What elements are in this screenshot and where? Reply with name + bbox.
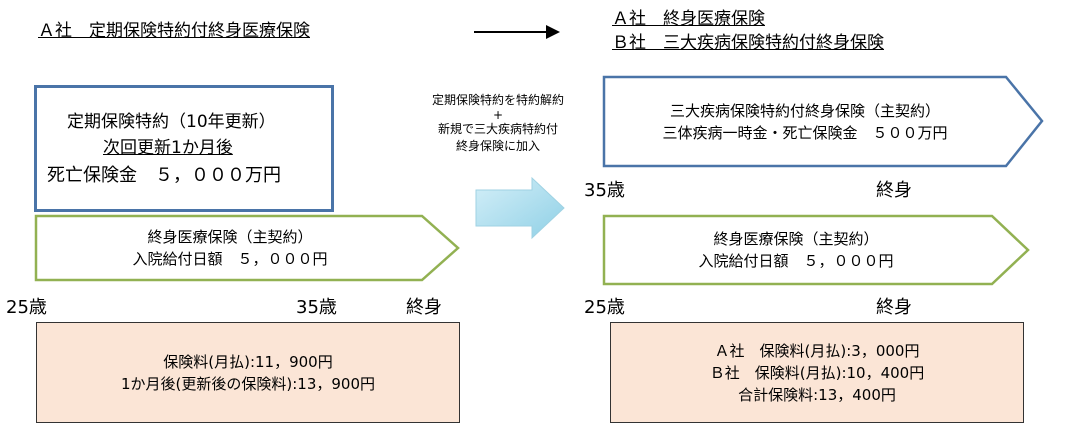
right-top-age-end: 終身 xyxy=(876,180,912,201)
transition-line-3: 新規で三大疾病特約付 xyxy=(437,121,558,136)
left-main-arrow-shape xyxy=(34,214,460,282)
term-rider-renewal: 次回更新1か月後 xyxy=(103,138,233,158)
right-top-age-start: 35歳 xyxy=(584,180,625,201)
term-rider-title: 定期保険特約（10年更新） xyxy=(67,112,276,132)
left-title: Ａ社 定期保険特約付終身医療保険 xyxy=(38,21,310,41)
right-title-line-1: Ａ社 終身医療保険 xyxy=(612,9,765,29)
right-main-arrow-text: 終身医療保険（主契約） 入院給付日額 ５，０００円 xyxy=(606,220,986,280)
right-premium-box: Ａ社 保険料(月払):3，000円 Ｂ社 保険料(月払):10，400円 合計保… xyxy=(610,322,1024,423)
transition-line-plus: + xyxy=(492,107,504,122)
transition-description: 定期保険特約を特約解約 + 新規で三大疾病特約付 終身保険に加入 xyxy=(400,86,596,160)
right-critical-arrow-shape xyxy=(602,75,1044,168)
right-hospital-daily-benefit: 入院給付日額 ５，０００円 xyxy=(698,252,894,270)
left-premium-current: 保険料(月払):11，900円 xyxy=(163,352,333,371)
left-main-contract-label: 終身医療保険（主契約） xyxy=(147,228,313,246)
transition-line-4: 終身保険に加入 xyxy=(455,138,540,153)
left-age-start: 25歳 xyxy=(6,297,47,318)
left-age-end: 終身 xyxy=(406,297,442,318)
right-premium-company-b: Ｂ社 保険料(月払):10，400円 xyxy=(709,363,925,382)
left-main-arrow-text: 終身医療保険（主契約） 入院給付日額 ５，０００円 xyxy=(40,218,420,278)
left-hospital-daily-benefit: 入院給付日額 ５，０００円 xyxy=(132,250,328,268)
transition-line-1: 定期保険特約を特約解約 xyxy=(431,92,564,107)
transition-arrow-icon xyxy=(475,176,565,240)
term-rider-death-benefit: 死亡保険金 ５，０００万円 xyxy=(47,165,281,186)
right-premium-company-a: Ａ社 保険料(月払):3，000円 xyxy=(714,341,920,360)
right-main-contract-label: 終身医療保険（主契約） xyxy=(713,230,879,248)
left-age-mid: 35歳 xyxy=(296,297,337,318)
term-rider-box: 定期保険特約（10年更新） 次回更新1か月後 死亡保険金 ５，０００万円 xyxy=(34,85,334,212)
left-premium-box: 保険料(月払):11，900円 1か月後(更新後の保険料):13，900円 xyxy=(36,322,460,423)
critical-illness-benefit: 三体疾病一時金・死亡保険金 ５００万円 xyxy=(662,124,948,142)
right-title-line-2: Ｂ社 三大疾病保険特約付終身保険 xyxy=(612,33,884,53)
critical-illness-contract-label: 三大疾病保険特約付終身保険（主契約） xyxy=(669,102,940,120)
right-main-arrow-shape xyxy=(602,214,1030,286)
right-bottom-age-start: 25歳 xyxy=(584,297,625,318)
right-critical-arrow-text: 三大疾病保険特約付終身保険（主契約） 三体疾病一時金・死亡保険金 ５００万円 xyxy=(608,92,1002,152)
header-arrow-icon xyxy=(474,25,560,39)
left-premium-after-renewal: 1か月後(更新後の保険料):13，900円 xyxy=(120,374,376,393)
right-premium-total: 合計保険料:13，400円 xyxy=(738,385,896,404)
right-bottom-age-end: 終身 xyxy=(876,297,912,318)
